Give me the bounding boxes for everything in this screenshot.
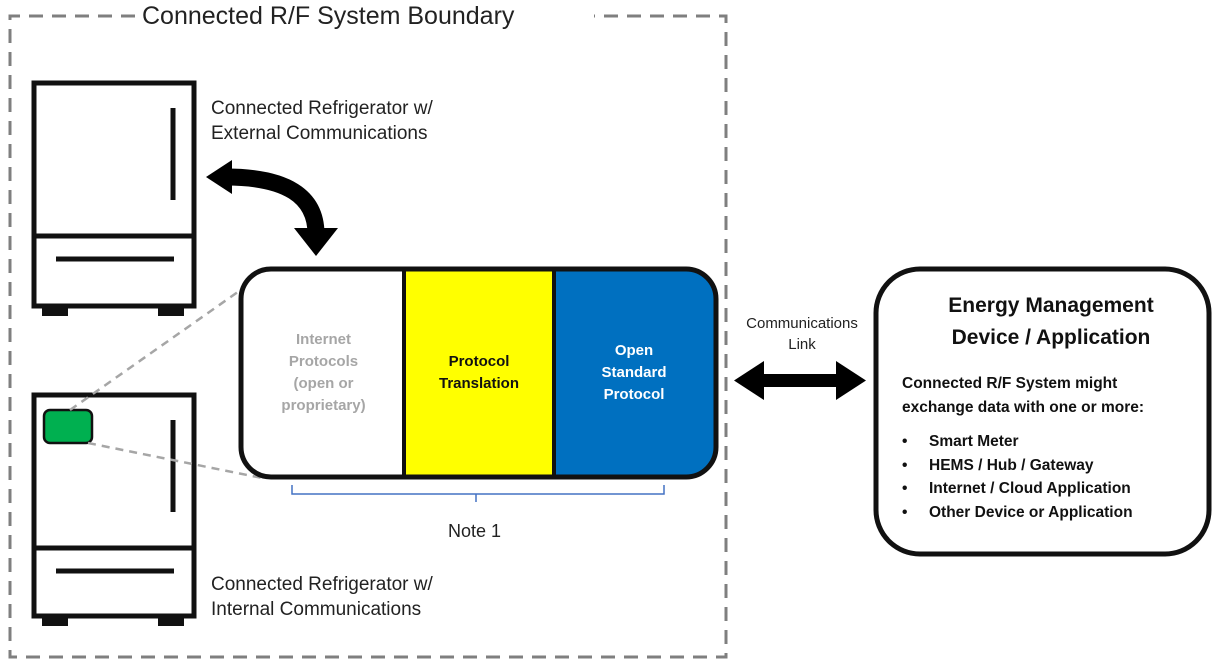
system-boundary xyxy=(8,14,728,659)
segment-open-fill xyxy=(554,269,716,477)
segment-open-line2: Standard xyxy=(601,364,667,381)
comm-link-label-line2: Link xyxy=(788,336,816,353)
external-fridge-label-line2: External Communications xyxy=(211,123,428,144)
list-item-label: Other Device or Application xyxy=(929,503,1133,521)
note-brace xyxy=(291,485,665,502)
energy-management-title-line1: Energy Management xyxy=(948,294,1154,317)
external-fridge-label: Connected Refrigerator w/ External Commu… xyxy=(211,96,433,146)
boundary-title: Connected R/F System Boundary xyxy=(142,2,515,30)
segment-internet-fill xyxy=(241,269,404,477)
note-label: Note 1 xyxy=(448,521,502,541)
list-item: • Smart Meter xyxy=(902,430,1133,454)
segment-translation-fill xyxy=(404,269,554,477)
refrigerator-external-icon xyxy=(31,80,197,316)
comm-module-indicator xyxy=(42,408,94,445)
list-item-label: Smart Meter xyxy=(929,433,1019,450)
segment-open-line1: Open xyxy=(614,342,654,359)
energy-management-box xyxy=(873,266,1212,557)
bullet-icon: • xyxy=(902,456,908,474)
segment-internet-line3: (open or xyxy=(293,375,354,392)
external-fridge-label-line1: Connected Refrigerator w/ xyxy=(211,98,433,119)
energy-management-intro-line2: exchange data with one or more: xyxy=(902,399,1145,416)
list-item: • HEMS / Hub / Gateway xyxy=(902,454,1133,478)
protocol-module xyxy=(238,266,719,480)
comm-link-label: Communications Link xyxy=(728,313,876,355)
segment-open-standard-protocol: Open Standard Protocol xyxy=(556,273,712,473)
list-item-label: Internet / Cloud Application xyxy=(929,480,1131,497)
energy-management-intro-line1: Connected R/F System might xyxy=(902,375,1118,392)
zoom-callout-lines xyxy=(69,280,263,480)
segment-internet-protocols: Internet Protocols (open or proprietary) xyxy=(245,273,402,473)
segment-internet-line1: Internet xyxy=(295,331,351,348)
internal-fridge-label-line2: Internal Communications xyxy=(211,599,422,620)
segment-open-line3: Protocol xyxy=(603,386,665,403)
comm-link-label-line1: Communications xyxy=(746,315,858,332)
list-item: • Other Device or Application xyxy=(902,501,1133,525)
energy-management-list: • Smart Meter • HEMS / Hub / Gateway • Inte… xyxy=(902,430,1133,524)
bullet-icon: • xyxy=(902,480,908,497)
bullet-icon: • xyxy=(902,503,908,521)
segment-internet-line4: proprietary) xyxy=(281,397,366,414)
segment-internet-line2: Protocols xyxy=(288,353,359,370)
internal-fridge-label: Connected Refrigerator w/ Internal Commu… xyxy=(211,572,433,622)
internal-fridge-label-line1: Connected Refrigerator w/ xyxy=(211,574,433,595)
list-item-label: HEMS / Hub / Gateway xyxy=(929,456,1094,474)
external-comm-arrow-icon xyxy=(206,160,338,256)
comm-link-arrow-icon xyxy=(734,361,866,400)
segment-translation-line1: Protocol xyxy=(448,353,510,370)
segment-protocol-translation: Protocol Translation xyxy=(406,273,552,473)
list-item: • Internet / Cloud Application xyxy=(902,477,1133,501)
energy-management-intro: Connected R/F System might exchange data… xyxy=(902,372,1214,420)
bullet-icon: • xyxy=(902,433,908,450)
energy-management-title: Energy Management Device / Application xyxy=(880,290,1214,354)
segment-translation-line2: Translation xyxy=(438,375,520,392)
energy-management-title-line2: Device / Application xyxy=(951,326,1151,349)
